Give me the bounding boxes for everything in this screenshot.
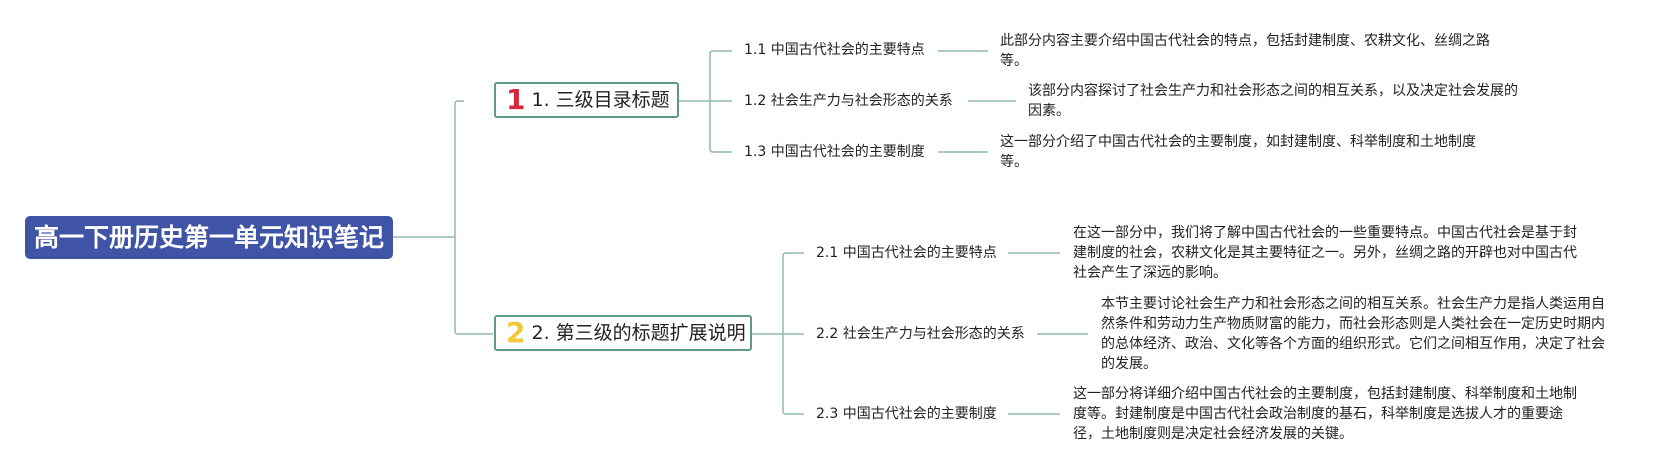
subtopic-2-1[interactable]: 2.1 中国古代社会的主要特点 [816, 245, 997, 261]
note-2-2: 本节主要讨论社会生产力和社会形态之间的相互关系。社会生产力是指人类运用自然条件和… [1101, 296, 1605, 372]
note-1-1: 此部分内容主要介绍中国古代社会的特点，包括封建制度、农耕文化、丝绸之路等。 [1000, 33, 1490, 69]
note-2-3: 这一部分将详细介绍中国古代社会的主要制度，包括封建制度、科举制度和土地制度等。封… [1073, 386, 1577, 442]
note-2-1: 在这一部分中，我们将了解中国古代社会的一些重要特点。中国古代社会是基于封建制度的… [1073, 225, 1577, 281]
root-topic[interactable]: 高一下册历史第一单元知识笔记 [25, 216, 393, 259]
subtopic-2-3[interactable]: 2.3 中国古代社会的主要制度 [816, 406, 997, 422]
branch-title: 2. 第三级的标题扩展说明 [531, 322, 746, 344]
branch-title: 1. 三级目录标题 [531, 89, 670, 111]
note-1-2: 该部分内容探讨了社会生产力和社会形态之间的相互关系，以及决定社会发展的因素。 [1028, 83, 1518, 119]
number-badge-icon: 2 [506, 316, 526, 349]
subtopic-2-2[interactable]: 2.2 社会生产力与社会形态的关系 [816, 326, 1025, 342]
subtopic-1-1[interactable]: 1.1 中国古代社会的主要特点 [744, 42, 925, 58]
number-badge-icon: 1 [506, 83, 526, 116]
note-1-3: 这一部分介绍了中国古代社会的主要制度，如封建制度、科举制度和土地制度等。 [1000, 134, 1476, 170]
subtopic-1-3[interactable]: 1.3 中国古代社会的主要制度 [744, 144, 925, 160]
subtopic-1-2[interactable]: 1.2 社会生产力与社会形态的关系 [744, 93, 953, 109]
